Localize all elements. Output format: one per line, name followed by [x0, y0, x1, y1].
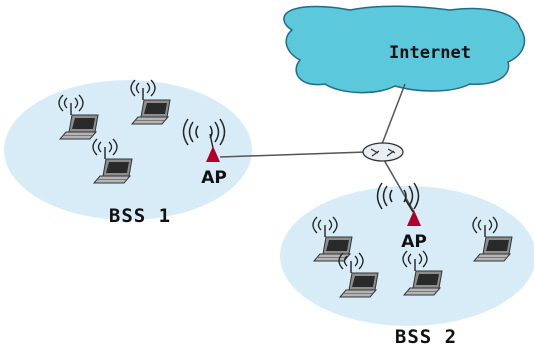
router-icon [362, 142, 404, 162]
bss1-area [4, 80, 252, 220]
ap1-label: AP [201, 168, 227, 188]
bss2-label: BSS 2 [395, 326, 457, 347]
bss1-label: BSS 1 [109, 205, 171, 227]
cloud-icon [283, 5, 526, 94]
ap2-label: AP [401, 232, 427, 252]
link-router-internet [381, 83, 406, 145]
ap1-antenna-icon [206, 133, 220, 162]
link-ap1-router [219, 151, 367, 158]
internet-label: Internet [389, 43, 471, 63]
ap2-antenna-icon [404, 198, 421, 226]
bss2-area [280, 186, 534, 326]
link-router-ap2 [383, 159, 415, 213]
